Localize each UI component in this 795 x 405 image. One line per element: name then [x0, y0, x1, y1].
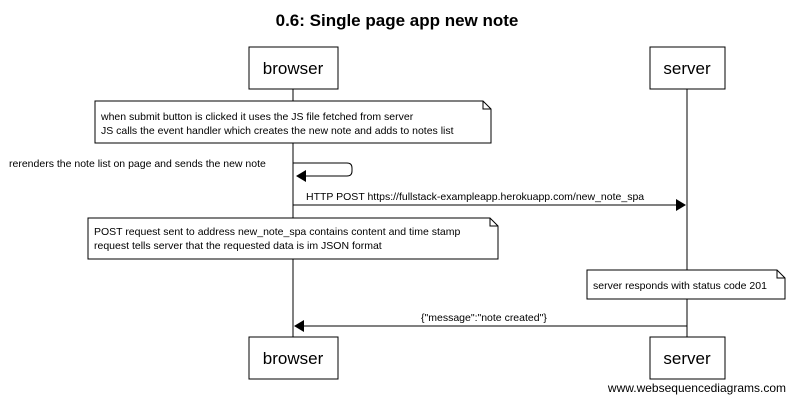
note-post-request-line-1: POST request sent to address new_note_sp… [94, 226, 461, 238]
message-response-label: {"message":"note created"} [421, 312, 547, 324]
message-self-rerender-label: rerenders the note list on page and send… [9, 158, 266, 170]
participant-server-bottom-label: server [663, 349, 711, 368]
note-submit-js: when submit button is clicked it uses th… [94, 100, 492, 144]
participant-browser-top-label: browser [263, 59, 324, 78]
participant-server-top: server [649, 46, 726, 90]
participant-browser-bottom: browser [248, 336, 339, 380]
message-self-rerender: rerenders the note list on page and send… [9, 158, 353, 182]
diagram-title: 0.6: Single page app new note [276, 11, 519, 30]
note-post-request: POST request sent to address new_note_sp… [87, 217, 499, 260]
message-http-post-label: HTTP POST https://fullstack-exampleapp.h… [306, 191, 644, 203]
participant-browser-top: browser [248, 46, 339, 90]
participant-server-top-label: server [663, 59, 711, 78]
note-submit-js-line-1: when submit button is clicked it uses th… [100, 111, 414, 123]
note-submit-js-line-2: JS calls the event handler which creates… [101, 125, 454, 137]
note-post-request-line-2: request tells server that the requested … [94, 240, 382, 252]
participant-server-bottom: server [649, 336, 726, 380]
participant-browser-bottom-label: browser [263, 349, 324, 368]
note-status-201: server responds with status code 201 [586, 269, 786, 300]
note-status-201-line-1: server responds with status code 201 [593, 280, 767, 292]
message-response: {"message":"note created"} [294, 312, 687, 332]
watermark-text: www.websequencediagrams.com [607, 381, 786, 395]
message-http-post: HTTP POST https://fullstack-exampleapp.h… [293, 191, 686, 211]
